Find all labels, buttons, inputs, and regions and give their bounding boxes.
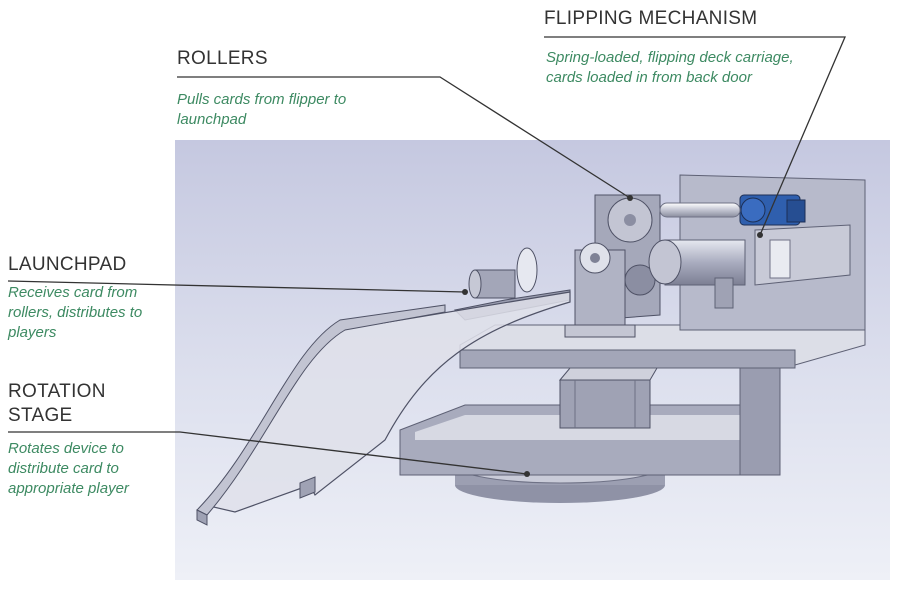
middle-deck-plate bbox=[459, 324, 866, 369]
callout-title-rotation-stage: ROTATION STAGE bbox=[8, 380, 106, 428]
callout-desc-launchpad: Receives card from rollers, distributes … bbox=[8, 283, 142, 343]
stepper-motor bbox=[558, 367, 658, 429]
title-line: ROTATION bbox=[8, 381, 106, 402]
callout-desc-flipping-mechanism: Spring-loaded, flipping deck carriage, c… bbox=[546, 48, 794, 88]
title-line: STAGE bbox=[8, 405, 73, 426]
desc-line: distribute card to bbox=[8, 460, 119, 477]
desc-line: players bbox=[8, 324, 57, 341]
device-render bbox=[175, 140, 890, 580]
desc-line: Pulls cards from flipper to bbox=[177, 91, 347, 108]
flipper-motor bbox=[739, 194, 806, 226]
callout-title-rollers: ROLLERS bbox=[177, 48, 268, 69]
callout-desc-rotation-stage: Rotates device to distribute card to app… bbox=[8, 439, 129, 499]
desc-line: Receives card from bbox=[8, 284, 138, 301]
callout-title-flipping-mechanism: FLIPPING MECHANISM bbox=[544, 8, 758, 29]
desc-line: launchpad bbox=[177, 111, 247, 128]
launchpad-pillar bbox=[564, 242, 636, 338]
desc-line: Spring-loaded, flipping deck carriage, bbox=[546, 49, 794, 66]
device-render-svg bbox=[175, 140, 890, 580]
desc-line: Rotates device to bbox=[8, 440, 124, 457]
main-roller bbox=[648, 239, 746, 309]
desc-line: cards loaded in from back door bbox=[546, 69, 752, 86]
desc-line: rollers, distributes to bbox=[8, 304, 143, 321]
callout-desc-rollers: Pulls cards from flipper to launchpad bbox=[177, 90, 346, 130]
desc-line: appropriate player bbox=[8, 480, 129, 497]
callout-title-launchpad: LAUNCHPAD bbox=[8, 254, 127, 275]
